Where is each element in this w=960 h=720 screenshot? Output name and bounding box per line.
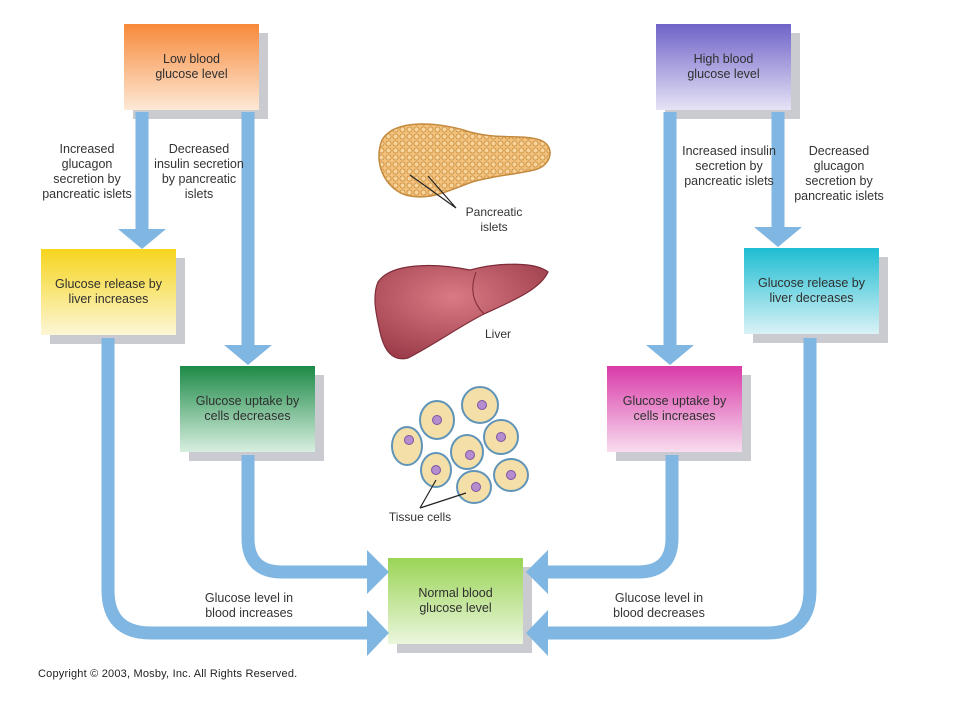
cell	[461, 386, 499, 424]
normal-glucose-box: Normal blood glucose level	[388, 558, 523, 644]
level-increases-label: Glucose level in blood increases	[204, 591, 294, 620]
level-decreases-label: Glucose level in blood decreases	[613, 591, 705, 620]
arrow-release-dec-to-normal	[545, 338, 817, 640]
liver-icon	[374, 263, 549, 360]
copyright-notice: Copyright © 2003, Mosby, Inc. All Rights…	[38, 668, 298, 680]
decreased-glucagon-label: Decreased glucagon secretion by pancreat…	[794, 144, 884, 203]
cell	[450, 434, 484, 470]
arrows	[101, 112, 817, 656]
cell	[391, 426, 423, 466]
decreased-insulin-label: Decreased insulin secretion by pancreati…	[154, 142, 244, 201]
release-increases-box: Glucose release by liver increases	[41, 249, 176, 335]
cell	[420, 452, 452, 488]
arrow-release-to-normal	[101, 338, 370, 640]
arrowhead	[118, 229, 166, 249]
pancreatic-islets-label: Pancreatic islets	[465, 205, 523, 234]
high-glucose-box: High blood glucose level	[656, 24, 791, 110]
uptake-decreases-box: Glucose uptake by cells decreases	[180, 366, 315, 452]
release-increases-label: Glucose release by liver increases	[54, 277, 162, 306]
normal-glucose-label: Normal blood glucose level	[418, 586, 493, 615]
cell	[456, 470, 492, 504]
cell	[419, 400, 455, 440]
uptake-increases-label: Glucose uptake by cells increases	[622, 394, 727, 423]
arrowhead	[754, 227, 802, 247]
pancreas-icon	[378, 123, 551, 209]
box-backgrounds	[41, 24, 888, 653]
low-glucose-label: Low blood glucose level	[155, 52, 228, 81]
cell	[493, 458, 529, 492]
increased-glucagon-label: Increased glucagon secretion by pancreat…	[42, 142, 132, 201]
release-decreases-box: Glucose release by liver decreases	[744, 248, 879, 334]
tissue-cells-label: Tissue cells	[388, 510, 452, 524]
liver-label: Liver	[484, 327, 511, 341]
arrow-uptake-inc-to-normal	[545, 455, 679, 579]
increased-insulin-label: Increased insulin secretion by pancreati…	[682, 144, 776, 188]
cell	[483, 419, 519, 455]
low-glucose-box: Low blood glucose level	[124, 24, 259, 110]
arrowhead	[224, 345, 272, 365]
arrow-uptake-to-normal	[241, 455, 370, 579]
arrowhead	[367, 610, 389, 656]
arrowhead	[646, 345, 694, 365]
arrowhead	[367, 550, 389, 594]
release-decreases-label: Glucose release by liver decreases	[757, 276, 865, 305]
high-glucose-label: High blood glucose level	[687, 52, 760, 81]
uptake-decreases-label: Glucose uptake by cells decreases	[195, 394, 300, 423]
tissue-cells-icon	[391, 386, 529, 509]
arrowhead	[526, 550, 548, 594]
uptake-increases-box: Glucose uptake by cells increases	[607, 366, 742, 452]
arrowhead	[526, 610, 548, 656]
